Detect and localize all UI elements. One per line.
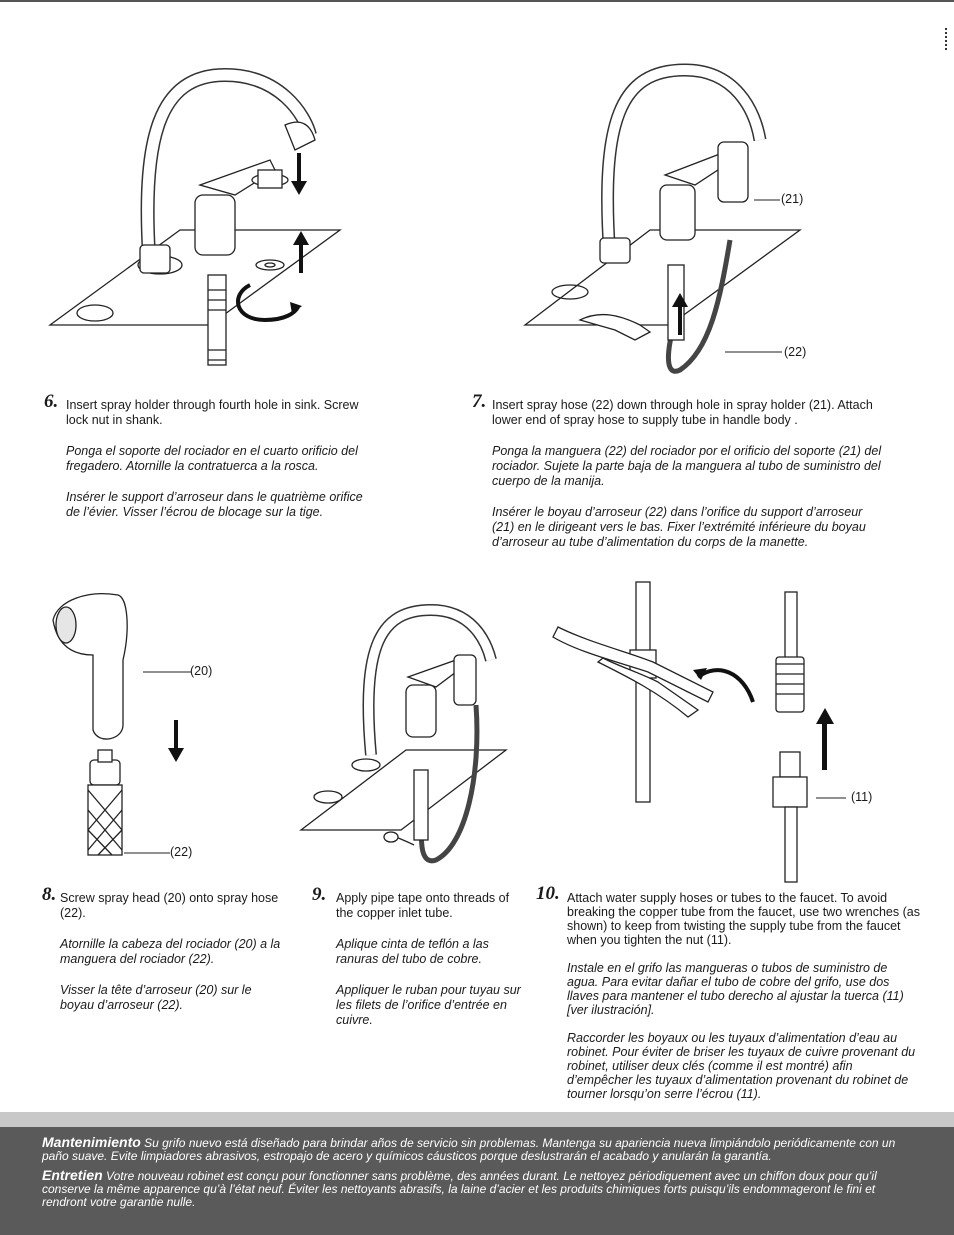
figure-step-8	[52, 593, 191, 856]
step-6-en: Insert spray holder through fourth hole …	[66, 398, 359, 427]
step-7-fr: Insérer le boyau d’arroseur (22) dans l’…	[492, 505, 866, 549]
callout-22-step7: (22)	[784, 345, 807, 359]
callout-11: (11)	[851, 790, 873, 804]
step-6-number: 6.	[44, 391, 59, 412]
figure-step-6	[48, 67, 342, 366]
margin-dots	[945, 28, 949, 50]
step-10-fr: Raccorder les boyaux ou les tuyaux d’ali…	[567, 1031, 916, 1101]
step-10-en: Attach water supply hoses or tubes to th…	[567, 891, 920, 947]
step-10-number: 10.	[536, 883, 560, 904]
step-9-en: Apply pipe tape onto threads of the copp…	[336, 891, 510, 920]
step-7-number: 7.	[472, 391, 487, 412]
figure-step-7	[523, 63, 802, 374]
maintenance-es: Mantenimiento Su grifo nuevo está diseña…	[42, 1134, 922, 1163]
step-7-es: Ponga la manguera (22) del rociador por …	[492, 444, 882, 488]
maintenance-es-text: Su grifo nuevo está diseñado para brinda…	[42, 1136, 896, 1163]
step-8-fr: Visser la tête d’arroseur (20) sur le bo…	[60, 983, 252, 1012]
maintenance-footer: Mantenimiento Su grifo nuevo está diseña…	[0, 1112, 954, 1235]
step-8-en: Screw spray head (20) onto spray hose (2…	[60, 891, 279, 920]
step-6-fr: Insérer le support d’arroseur dans le qu…	[66, 490, 363, 519]
figure-step-10	[552, 581, 846, 883]
step-10: 10. Attach water supply hoses or tubes t…	[536, 884, 920, 1117]
figure-step-9	[299, 603, 508, 864]
maintenance-fr-title: Entretien	[42, 1167, 103, 1183]
step-9-es: Aplique cinta de teflón a las ranuras de…	[336, 937, 489, 966]
step-8-number: 8.	[42, 884, 57, 905]
step-7: 7. Insert spray hose (22) down through h…	[472, 392, 882, 566]
maintenance-fr-text: Votre nouveau robinet est conçu pour fon…	[42, 1169, 877, 1209]
step-9-fr: Appliquer le ruban pour tuyau sur les fi…	[336, 983, 521, 1027]
step-6-es: Ponga el soporte del rociador en el cuar…	[66, 444, 358, 473]
top-rule	[0, 0, 954, 2]
callout-21: (21)	[781, 192, 804, 206]
callout-22-step8: (22)	[170, 845, 193, 859]
step-9: 9. Apply pipe tape onto threads of the c…	[312, 885, 522, 1044]
step-7-en: Insert spray hose (22) down through hole…	[492, 398, 873, 427]
callout-20: (20)	[190, 664, 213, 678]
step-10-es: Instale en el grifo las mangueras o tubo…	[567, 961, 904, 1017]
step-8-es: Atornille la cabeza del rociador (20) a …	[60, 937, 281, 966]
step-9-number: 9.	[312, 884, 327, 905]
footer-text: Mantenimiento Su grifo nuevo está diseña…	[42, 1134, 922, 1215]
footer-band	[0, 1112, 954, 1127]
step-8: 8. Screw spray head (20) onto spray hose…	[42, 885, 288, 1029]
maintenance-fr: Entretien Votre nouveau robinet est conç…	[42, 1167, 922, 1209]
step-6: 6. Insert spray holder through fourth ho…	[44, 392, 374, 536]
maintenance-es-title: Mantenimiento	[42, 1134, 141, 1150]
